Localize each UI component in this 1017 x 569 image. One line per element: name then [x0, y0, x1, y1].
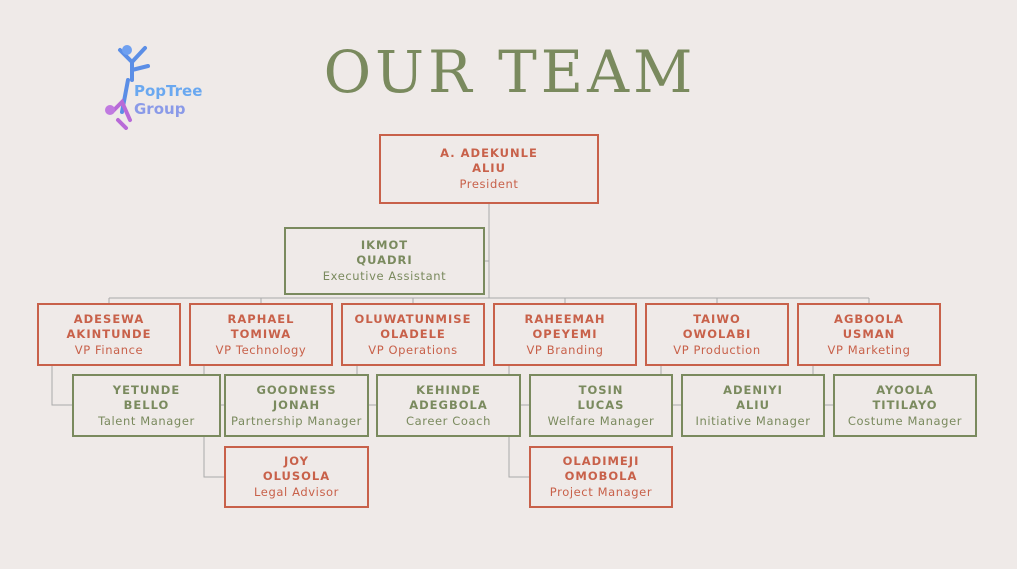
person-role: Legal Advisor — [254, 485, 339, 499]
person-name: JOY — [284, 454, 309, 468]
person-name: TITILAYO — [872, 397, 938, 412]
person-name: GOODNESS — [256, 382, 337, 397]
person-role: VP Marketing — [827, 342, 911, 357]
person-role: VP Operations — [368, 342, 458, 357]
person-name: RAHEEMAH — [524, 311, 606, 326]
person-name: OMOBOLA — [564, 469, 638, 483]
person-name: OWOLABI — [682, 326, 752, 341]
person-name: LUCAS — [577, 397, 625, 412]
person-name: AGBOOLA — [834, 311, 904, 326]
person-name: OLUSOLA — [262, 469, 331, 483]
person-name: USMAN — [842, 326, 896, 341]
person-role: VP Finance — [74, 342, 144, 357]
poptree-logo: PopTree Group — [100, 40, 220, 130]
person-name: AKINTUNDE — [66, 326, 152, 341]
person-name: OPEYEMI — [532, 326, 598, 341]
person-name: KEHINDE — [416, 382, 481, 397]
person-name: ADENIYI — [723, 382, 783, 397]
person-name: ADESEWA — [73, 311, 145, 326]
person-role: Executive Assistant — [322, 269, 447, 283]
person-name: OLADELE — [380, 326, 446, 341]
person-role: Welfare Manager — [547, 413, 655, 428]
person-role: Career Coach — [405, 413, 491, 428]
person-name: ALIU — [736, 397, 770, 412]
person-role: VP Technology — [215, 342, 307, 357]
person-role: Talent Manager — [98, 413, 195, 428]
person-name: RAPHAEL — [227, 311, 295, 326]
person-name: BELLO — [123, 397, 170, 412]
person-role: VP Branding — [526, 342, 604, 357]
person-name: ALIU — [472, 161, 506, 175]
person-name: OLADIMEJI — [562, 454, 640, 468]
page-title: OUR TEAM — [323, 38, 697, 106]
person-name: QUADRI — [356, 253, 413, 267]
person-role: President — [459, 177, 519, 191]
person-name: IKMOT — [360, 238, 409, 252]
svg-text:Group: Group — [134, 100, 186, 118]
person-role: Initiative Manager — [695, 413, 811, 428]
person-name: TOSIN — [578, 382, 624, 397]
person-name: TOMIWA — [230, 326, 292, 341]
person-name: OLUWATUNMISE — [354, 311, 472, 326]
person-role: Project Manager — [549, 485, 653, 499]
person-name: JONAH — [272, 397, 321, 412]
person-name: YETUNDE — [112, 382, 181, 397]
person-role: Partnership Manager — [230, 413, 363, 428]
person-name: AYOOLA — [876, 382, 934, 397]
person-name: ADEGBOLA — [409, 397, 488, 412]
person-role: VP Production — [673, 342, 761, 357]
person-role: Costume Manager — [847, 413, 963, 428]
person-name: TAIWO — [693, 311, 741, 326]
person-name: A. ADEKUNLE — [440, 146, 538, 160]
svg-text:PopTree: PopTree — [134, 82, 202, 100]
